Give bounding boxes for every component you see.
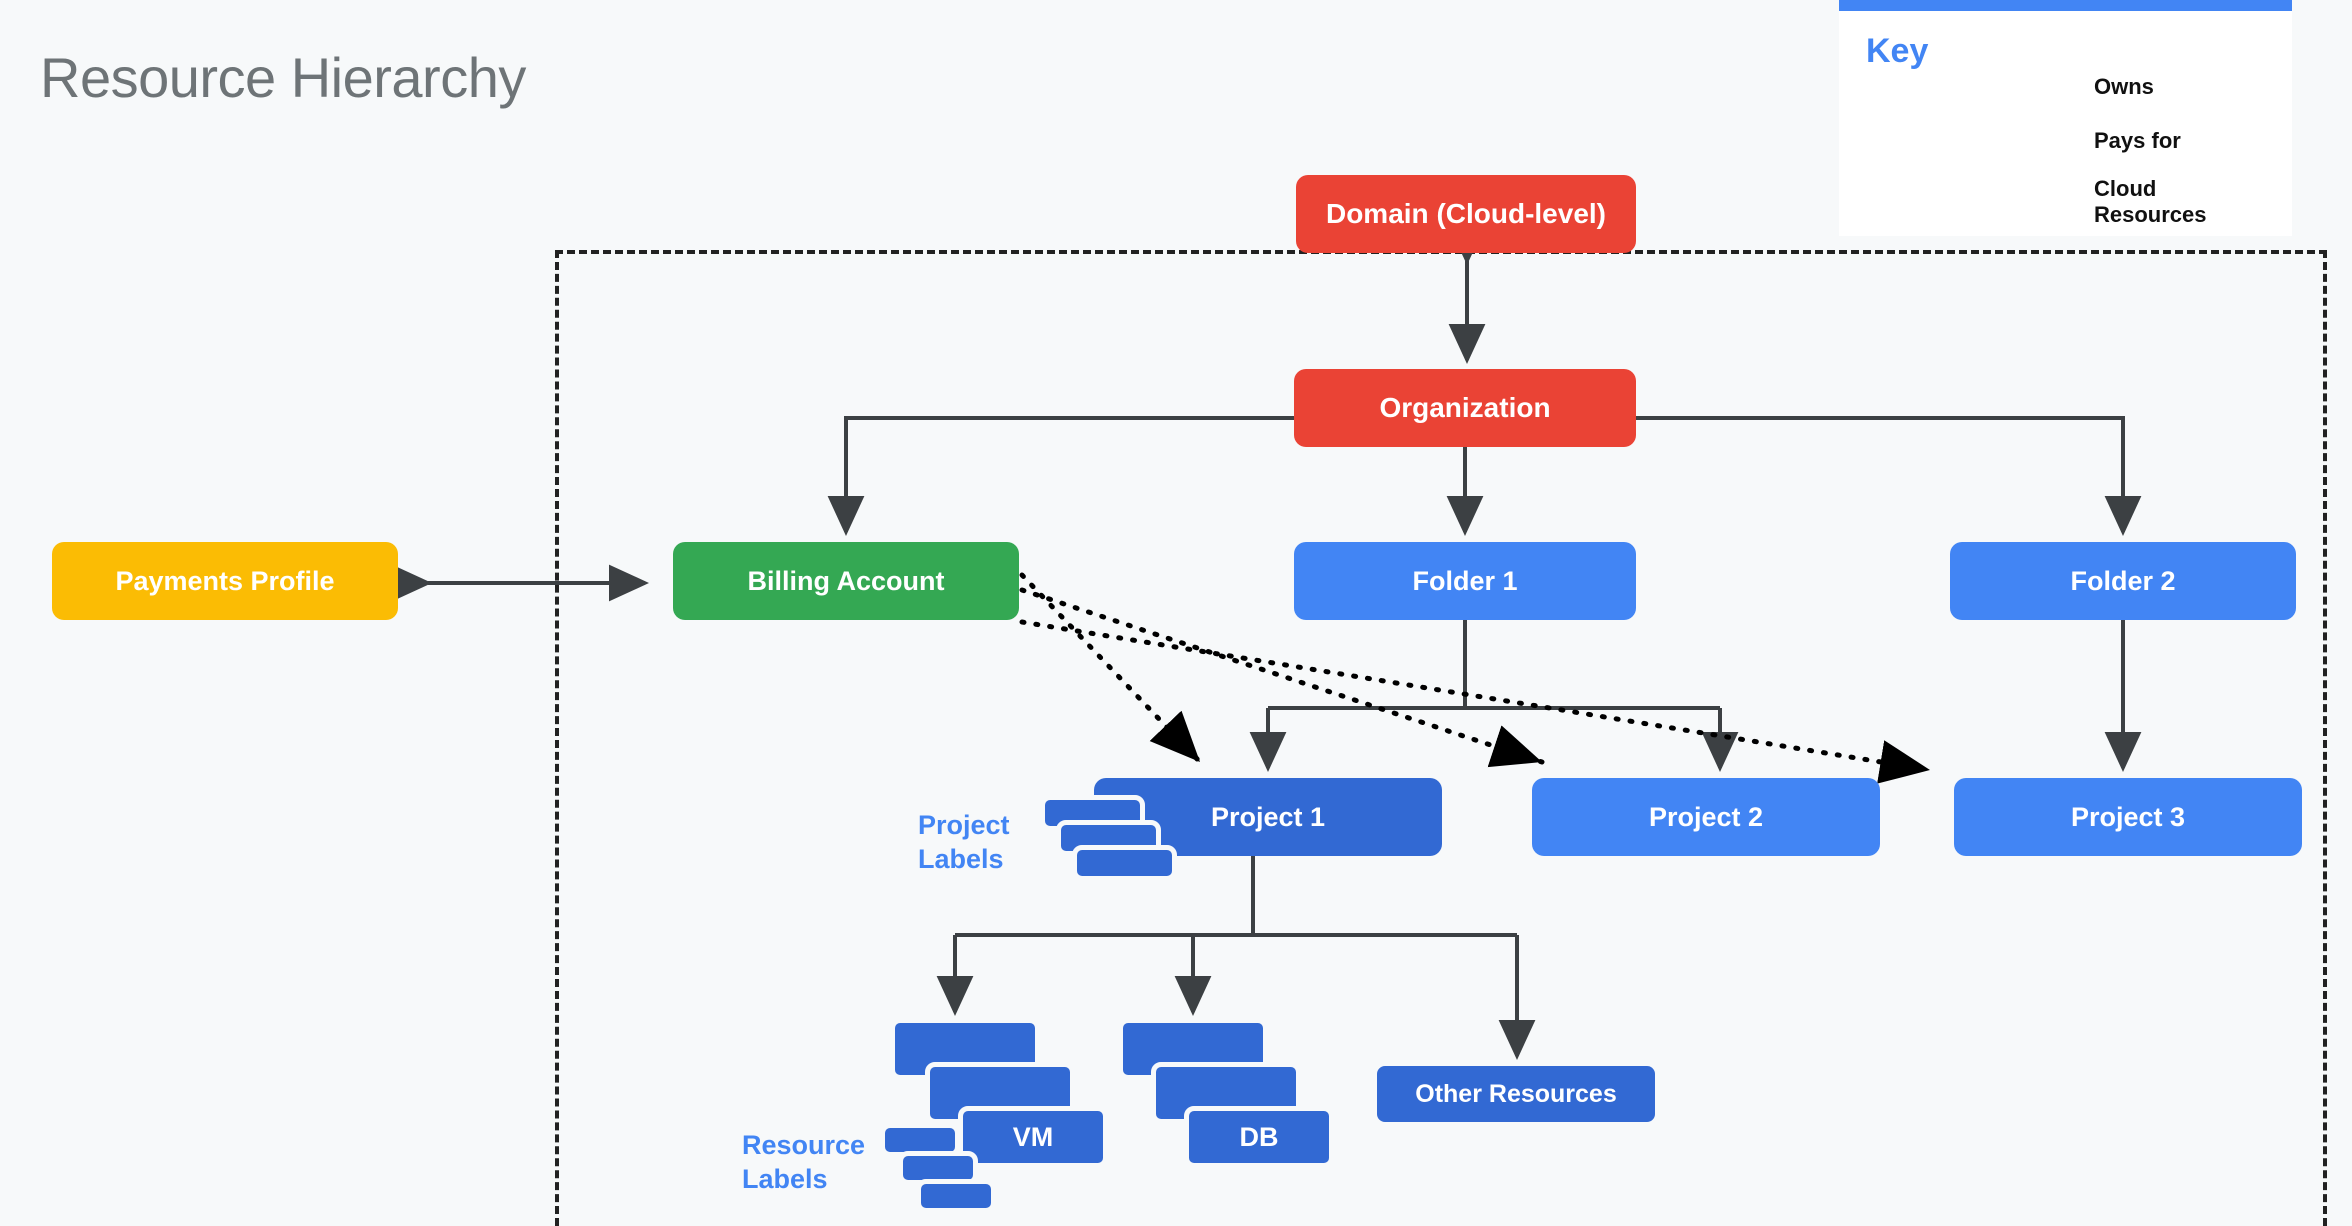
- legend-label-pays-for: Pays for: [2094, 128, 2181, 153]
- node-folder-1[interactable]: Folder 1: [1294, 542, 1636, 620]
- node-db-stack[interactable]: DB: [1118, 1018, 1398, 1178]
- vm-card-front: VM: [958, 1106, 1108, 1168]
- legend-label-owns: Owns: [2094, 74, 2154, 99]
- node-folder-2[interactable]: Folder 2: [1950, 542, 2296, 620]
- label-card: [916, 1179, 996, 1213]
- node-payments-profile[interactable]: Payments Profile: [52, 542, 398, 620]
- node-organization[interactable]: Organization: [1294, 369, 1636, 447]
- project-labels-stack-icon: [1040, 795, 1180, 895]
- legend-label-cloud-resources: Cloud Resources: [2094, 176, 2207, 227]
- resource-labels-annotation: Resource Labels: [742, 1130, 866, 1194]
- legend-panel: Key Owns Pays for Cloud Resources: [1839, 0, 2292, 236]
- db-card-front: DB: [1184, 1106, 1334, 1168]
- page-title: Resource Hierarchy: [40, 46, 526, 109]
- resource-labels-stack-icon: [880, 1123, 1020, 1223]
- node-other-resources[interactable]: Other Resources: [1377, 1066, 1655, 1122]
- node-vm-stack[interactable]: VM: [880, 1018, 1200, 1198]
- node-billing-account[interactable]: Billing Account: [673, 542, 1019, 620]
- node-project-3[interactable]: Project 3: [1954, 778, 2302, 856]
- legend-accent-bar: [1839, 0, 2292, 11]
- label-card: [1072, 845, 1177, 881]
- project-labels-annotation: Project Labels: [918, 810, 1010, 874]
- legend-title: Key: [1866, 32, 1929, 70]
- node-domain[interactable]: Domain (Cloud-level): [1296, 175, 1636, 253]
- node-project-2[interactable]: Project 2: [1532, 778, 1880, 856]
